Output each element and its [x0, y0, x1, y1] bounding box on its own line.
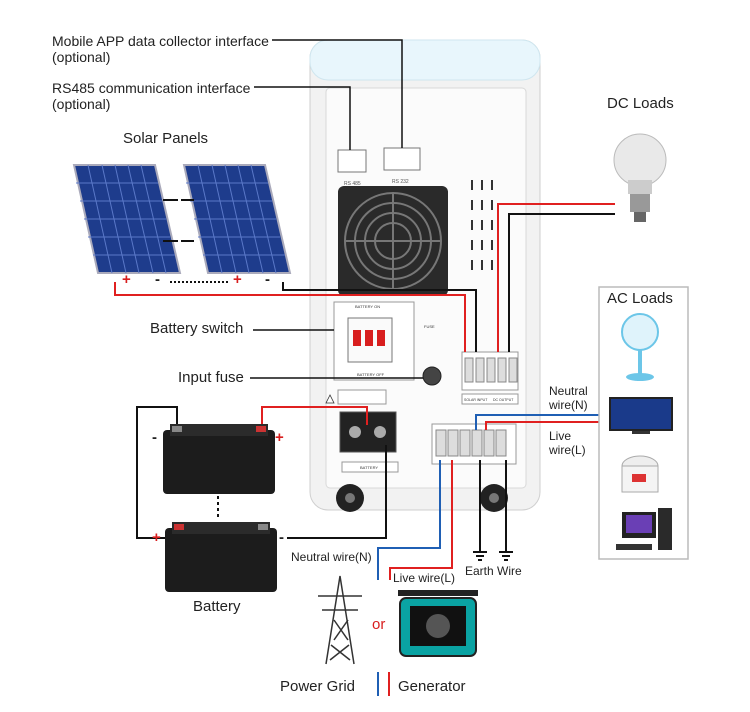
battery-bottom	[165, 522, 277, 592]
neutral-wire-bottom-label: Neutral wire(N)	[291, 550, 372, 564]
solar-panel-left	[72, 164, 182, 274]
battery-top-minus: -	[152, 429, 157, 446]
battery-bottom-plus: +	[152, 529, 161, 546]
computer-icon	[616, 508, 672, 550]
rs485-interface-label: RS485 communication interface	[52, 80, 251, 96]
live-wire-bottom-label: Live wire(L)	[393, 571, 456, 585]
neutral-wire-label-line2: wire(N)	[549, 398, 588, 412]
solar-left-minus: -	[155, 271, 160, 288]
or-label: or	[372, 616, 386, 633]
svg-text:BATTERY: BATTERY	[360, 465, 378, 470]
battery-bottom-minus: -	[279, 529, 284, 546]
neutral-wire-label-line1: Neutral	[549, 384, 588, 398]
tv-icon	[609, 397, 673, 434]
svg-text:RS 232: RS 232	[392, 179, 409, 185]
app-interface-optional: (optional)	[52, 49, 111, 65]
battery-top-plus: +	[275, 429, 284, 446]
battery-label: Battery	[193, 598, 241, 615]
live-wire-label-line1: Live	[549, 429, 572, 443]
solar-right-minus: -	[265, 271, 270, 288]
solar-left-plus: +	[122, 271, 131, 288]
generator-icon	[398, 590, 478, 657]
svg-text:DC OUTPUT: DC OUTPUT	[493, 398, 514, 402]
input-fuse-label: Input fuse	[178, 369, 244, 386]
earth-wire-label: Earth Wire	[465, 564, 522, 578]
live-wire-label-line2: wire(L)	[549, 443, 586, 457]
rs485-port-text: RS 485	[344, 181, 361, 187]
solar-panel-right	[182, 164, 292, 274]
power-grid-label: Power Grid	[280, 678, 356, 695]
ac-loads-label: AC Loads	[607, 290, 673, 307]
svg-text:BATTERY ON: BATTERY ON	[355, 304, 380, 309]
rs485-interface-optional: (optional)	[52, 96, 111, 112]
svg-text:BATTERY OFF: BATTERY OFF	[357, 372, 385, 377]
power-tower-icon	[318, 575, 362, 665]
light-bulb-icon	[613, 133, 667, 222]
solar-right-plus: +	[233, 271, 242, 288]
svg-text:SOLAR INPUT: SOLAR INPUT	[464, 398, 488, 402]
battery-top	[163, 424, 275, 494]
svg-text:FUSE: FUSE	[424, 324, 435, 329]
dc-loads-label: DC Loads	[607, 95, 674, 112]
rice-cooker-icon	[621, 455, 659, 493]
generator-label: Generator	[398, 678, 466, 695]
inverter-unit: RS 485 RS 232 BATTERY ON BATTERY OFF	[309, 39, 541, 512]
app-interface-label: Mobile APP data collector interface	[52, 33, 269, 49]
fan-grille	[338, 186, 448, 296]
fan-icon	[621, 313, 659, 381]
battery-switch-label: Battery switch	[150, 320, 244, 337]
solar-panels-label: Solar Panels	[123, 130, 209, 147]
earth-symbols	[473, 551, 513, 561]
